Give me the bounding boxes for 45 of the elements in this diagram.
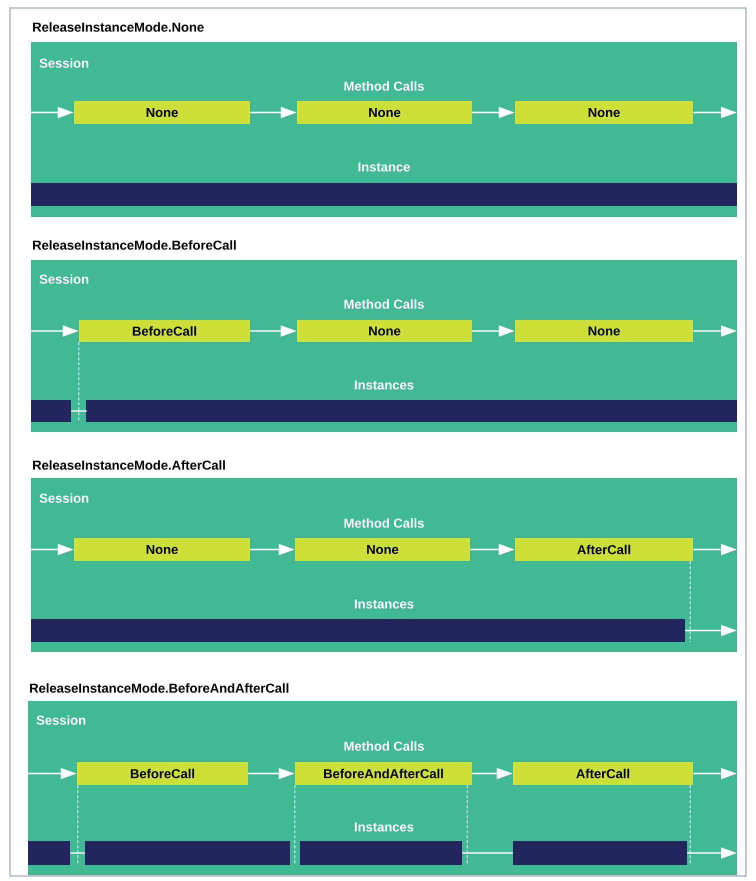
method-call-box: BeforeCall xyxy=(79,320,250,342)
instance-bar xyxy=(31,619,685,642)
dashed-line xyxy=(78,342,80,423)
session-label: Session xyxy=(40,493,88,503)
dashed-line xyxy=(690,560,691,643)
panel-heading: ReleaseInstanceMode.BeforeCall xyxy=(33,240,236,250)
dashed-line xyxy=(466,784,468,866)
panel-heading: ReleaseInstanceMode.AfterCall xyxy=(33,460,225,470)
method-call-box: None xyxy=(74,101,250,124)
method-call-box: AfterCall xyxy=(513,762,693,785)
session-label: Session xyxy=(36,715,86,725)
instances-label: Instances xyxy=(354,380,414,390)
instances-label: Instances xyxy=(354,822,414,832)
instance-bar xyxy=(28,841,70,865)
connector-line xyxy=(71,410,86,412)
method-call-box: BeforeCall xyxy=(77,762,248,785)
instances-label: Instance xyxy=(358,162,410,172)
instance-bar xyxy=(86,400,737,422)
dashed-line xyxy=(294,784,296,866)
dashed-line xyxy=(77,784,78,866)
panel-heading: ReleaseInstanceMode.None xyxy=(33,22,204,32)
method-calls-label: Method Calls xyxy=(344,81,424,91)
instance-bar xyxy=(31,400,71,422)
method-call-box: AfterCall xyxy=(515,538,693,561)
method-calls-label: Method Calls xyxy=(344,299,424,309)
instances-label: Instances xyxy=(354,599,414,609)
method-call-box: None xyxy=(515,101,693,124)
method-calls-label: Method Calls xyxy=(344,741,424,751)
instance-bar xyxy=(300,841,462,865)
instance-bar xyxy=(85,841,290,865)
method-call-box: None xyxy=(295,538,470,561)
panel-heading: ReleaseInstanceMode.BeforeAndAfterCall xyxy=(30,683,288,693)
session-label: Session xyxy=(40,274,88,284)
method-call-box: None xyxy=(74,538,250,561)
connector-line xyxy=(462,852,513,854)
method-calls-label: Method Calls xyxy=(344,518,424,528)
instance-bar xyxy=(31,183,737,206)
dashed-line xyxy=(690,784,691,866)
method-call-box: None xyxy=(297,101,472,124)
instance-bar xyxy=(513,841,687,865)
method-call-box: None xyxy=(515,320,693,342)
method-call-box: None xyxy=(297,320,472,342)
connector-line xyxy=(70,852,85,854)
session-label: Session xyxy=(40,58,88,68)
method-call-box: BeforeAndAfterCall xyxy=(295,762,472,785)
